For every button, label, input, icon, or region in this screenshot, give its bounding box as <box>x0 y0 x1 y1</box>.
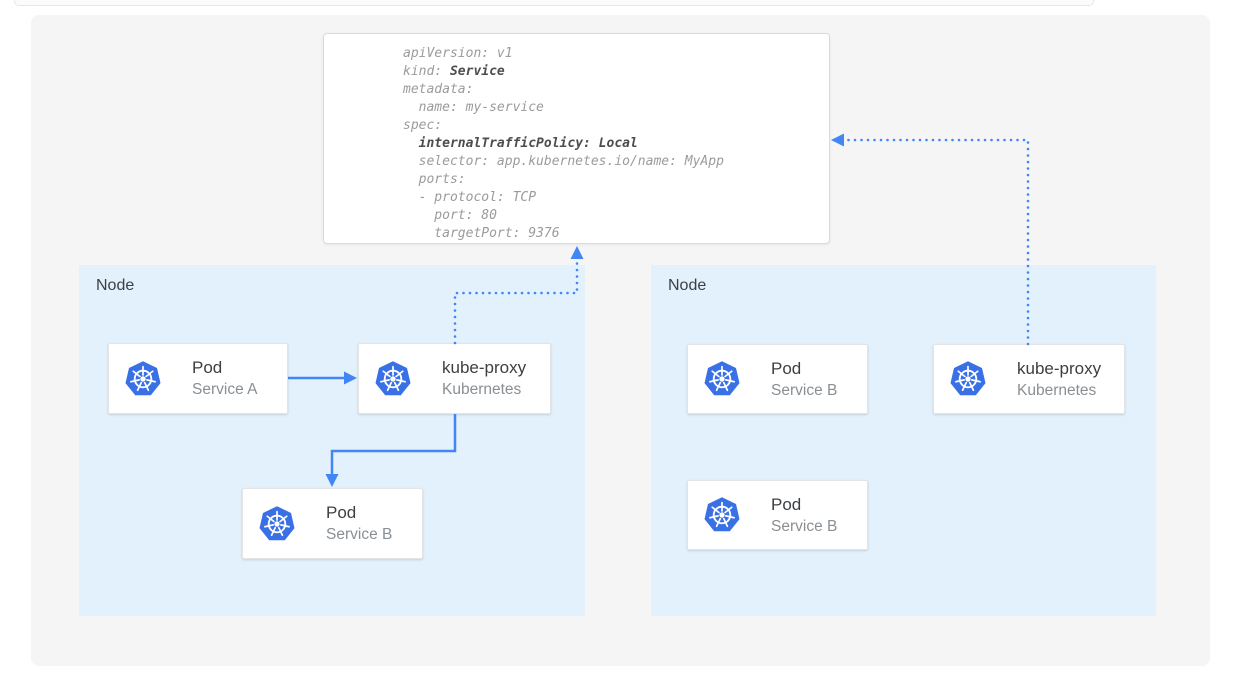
pod-service-b-card-right-bottom: Pod Service B <box>687 480 868 550</box>
kube-proxy-card-left: kube-proxy Kubernetes <box>358 343 551 414</box>
kube-proxy-card-right: kube-proxy Kubernetes <box>933 344 1125 414</box>
service-yaml-card: apiVersion: v1 kind: Service metadata: n… <box>323 33 830 244</box>
yaml-line: spec: <box>403 118 443 133</box>
yaml-line: name: my-service <box>403 100 544 115</box>
card-title: Pod <box>771 358 802 378</box>
yaml-line: kind: Service <box>403 64 505 79</box>
pod-service-a-card: Pod Service A <box>108 343 288 414</box>
card-title: kube-proxy <box>442 358 527 377</box>
node-right: Node <box>651 265 1156 616</box>
top-card-edge <box>14 0 1094 6</box>
yaml-line: selector: app.kubernetes.io/name: MyApp <box>403 154 724 169</box>
kubernetes-icon <box>374 359 412 396</box>
pod-service-b-card-right-top: Pod Service B <box>687 344 868 414</box>
card-subtitle: Service B <box>771 381 838 399</box>
card-subtitle: Service B <box>771 517 838 535</box>
card-title: Pod <box>326 503 357 522</box>
yaml-line: internalTrafficPolicy: Local <box>418 136 638 151</box>
yaml-line: metadata: <box>403 82 474 97</box>
card-title: Pod <box>771 494 802 514</box>
node-label: Node <box>668 277 707 294</box>
card-subtitle: Service B <box>326 526 393 543</box>
kubernetes-icon <box>258 504 296 541</box>
kubernetes-icon <box>703 496 741 533</box>
kubernetes-icon <box>703 360 741 397</box>
kubernetes-icon <box>949 360 987 397</box>
card-subtitle: Kubernetes <box>1017 381 1097 399</box>
kubernetes-icon <box>124 359 162 396</box>
yaml-line: apiVersion: v1 <box>403 46 513 61</box>
yaml-line: ports: <box>403 172 466 187</box>
pod-service-b-card-left: Pod Service B <box>242 488 423 559</box>
card-title: kube-proxy <box>1017 358 1102 378</box>
card-subtitle: Kubernetes <box>442 381 522 398</box>
yaml-line: port: 80 <box>403 208 497 223</box>
node-label: Node <box>96 277 135 294</box>
node-left: Node <box>79 265 585 616</box>
card-title: Pod <box>192 358 223 377</box>
card-subtitle: Service A <box>192 381 258 398</box>
yaml-line: targetPort: 9376 <box>403 226 560 241</box>
yaml-line: - protocol: TCP <box>403 190 537 205</box>
